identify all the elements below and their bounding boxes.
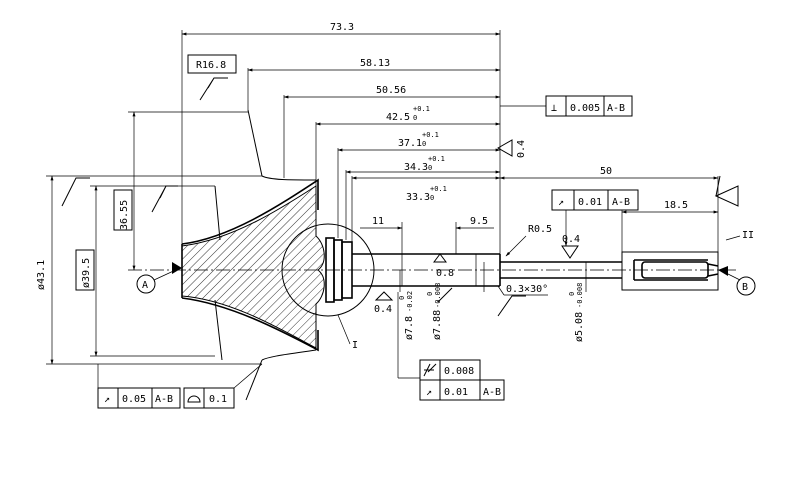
dim-11: 11 xyxy=(372,216,384,227)
frame-runout-bottom-symbol: ↗ xyxy=(104,394,110,405)
dim-dia-7-88: ø7.88 xyxy=(432,310,443,340)
dim-dia-7-8-tol-lower: -0.02 xyxy=(406,291,414,312)
datum-a-label: A xyxy=(142,280,148,291)
frame-runout-top[interactable]: ↗ 0.01 A-B xyxy=(551,189,639,247)
dim-dia-5-08: ø5.08 xyxy=(574,312,585,342)
part-outline xyxy=(181,109,719,401)
dim-r16-8: R16.8 xyxy=(196,60,226,71)
dim-34-3-tol-lower: 0 xyxy=(428,164,432,172)
dim-37-1-tol-upper: +0.1 xyxy=(422,131,439,139)
hatched-section xyxy=(181,185,325,349)
dim-34-3-tol-upper: +0.1 xyxy=(428,155,445,163)
detail-label-I: I xyxy=(352,340,358,351)
datum-b-label: B xyxy=(742,282,748,293)
frame-runout-mid-datum: A-B xyxy=(483,387,501,398)
roughness-0-4-shaft: 0.4 xyxy=(562,234,580,245)
dim-33-3: 33.3 xyxy=(406,192,430,203)
frame-runout-top-datum: A-B xyxy=(612,197,630,208)
frame-perpendicularity[interactable]: ⊥ 0.005 A-B xyxy=(500,95,633,117)
dimension-lines xyxy=(50,32,719,365)
dim-34-3: 34.3 xyxy=(404,162,428,173)
dim-42-5: 42.5 xyxy=(386,112,410,123)
dim-42-5-tol-lower: 0 xyxy=(413,114,417,122)
roughness-symbols xyxy=(61,77,739,317)
frame-runout-mid-symbol: ↗ xyxy=(426,387,432,398)
dim-73-3: 73.3 xyxy=(330,22,354,33)
dim-dia-7-88-tol-upper: 0 xyxy=(426,292,434,296)
roughness-0-4-collar: 0.4 xyxy=(374,304,392,315)
dim-37-1: 37.1 xyxy=(398,138,422,149)
roughness-0-8: 0.8 xyxy=(436,268,454,279)
dim-50: 50 xyxy=(600,166,612,177)
frame-cylindricity-runout[interactable]: 0.008 ↗ 0.01 A-B xyxy=(397,292,505,401)
frame-perp-value: 0.005 xyxy=(570,103,600,114)
frame-runout-mid-value: 0.01 xyxy=(444,387,468,398)
frame-runout-top-value: 0.01 xyxy=(578,197,602,208)
roughness-0-4-right: 0.4 xyxy=(516,140,527,158)
frame-profile[interactable]: 0.1 xyxy=(183,363,263,409)
detail-circle-I xyxy=(281,223,375,317)
dim-50-56: 50.56 xyxy=(376,85,406,96)
frame-runout-bottom-value: 0.05 xyxy=(122,394,146,405)
dim-chamfer: 0.3×30° xyxy=(506,284,548,295)
dim-33-3-tol-lower: 0 xyxy=(430,194,434,202)
dim-dia-5-08-tol-lower: -0.008 xyxy=(576,283,584,308)
dim-42-5-tol-upper: +0.1 xyxy=(413,105,430,113)
dim-dia-39-5: ø39.5 xyxy=(81,258,92,288)
dim-r0-5: R0.5 xyxy=(528,224,552,235)
dim-dia-7-88-tol-lower: -0.008 xyxy=(434,283,442,308)
frame-runout-bottom-datum: A-B xyxy=(155,394,173,405)
frame-cyl-value: 0.008 xyxy=(444,366,474,377)
frame-runout-bottom[interactable]: ↗ 0.05 A-B xyxy=(97,364,181,409)
dim-dia-43-1: ø43.1 xyxy=(36,260,47,290)
dim-18-5: 18.5 xyxy=(664,200,688,211)
frame-perp-datum: A-B xyxy=(607,103,625,114)
dim-36-55: 36.55 xyxy=(119,200,130,230)
dim-33-3-tol-upper: +0.1 xyxy=(430,185,447,193)
dim-37-1-tol-lower: 0 xyxy=(422,140,426,148)
dim-dia-7-8: ø7.8 xyxy=(404,316,415,340)
frame-runout-top-symbol: ↗ xyxy=(558,197,564,208)
dim-58-13: 58.13 xyxy=(360,58,390,69)
dim-dia-7-8-tol-upper: 0 xyxy=(398,296,406,300)
frame-profile-value: 0.1 xyxy=(209,394,227,405)
datum-b[interactable]: B xyxy=(718,266,756,296)
dim-9-5: 9.5 xyxy=(470,216,488,227)
datum-a[interactable]: A xyxy=(136,262,182,294)
detail-label-II: II xyxy=(742,230,754,241)
dim-dia-5-08-tol-upper: 0 xyxy=(568,292,576,296)
frame-perp-symbol: ⊥ xyxy=(551,103,557,114)
